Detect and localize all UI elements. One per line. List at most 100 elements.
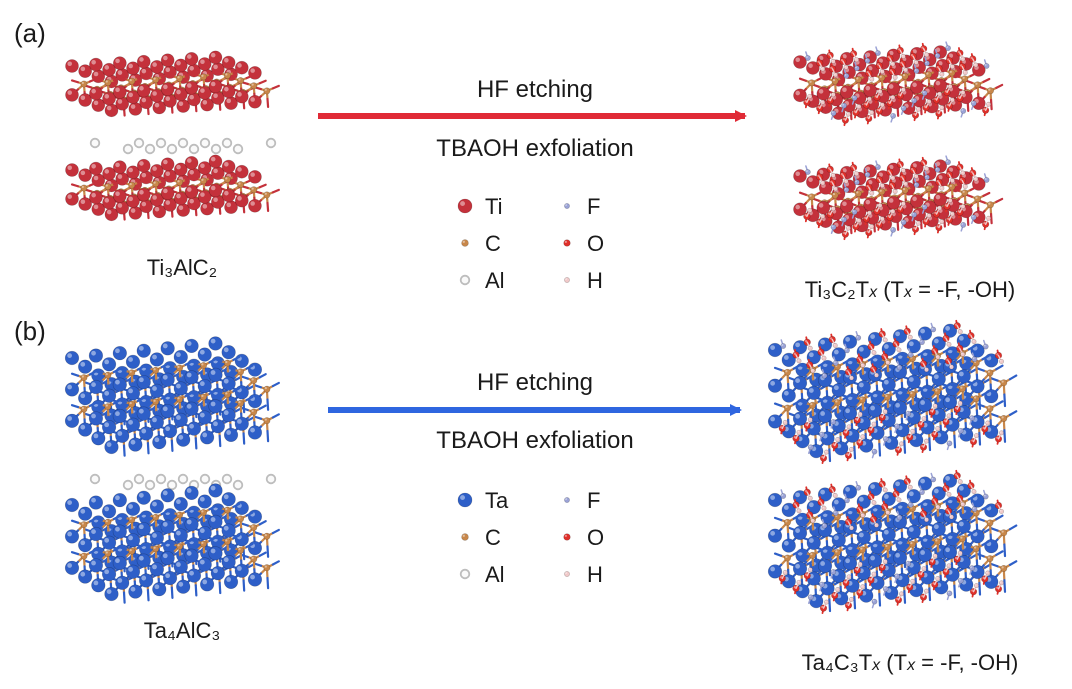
metal-atom-highlight: [67, 384, 73, 390]
metal-atom: [88, 411, 104, 426]
h-atom: [939, 105, 945, 111]
metal-atom-highlight: [117, 70, 123, 75]
f-atom-highlight: [852, 96, 855, 99]
f-atom-highlight: [946, 46, 949, 49]
h-atom-highlight: [893, 189, 896, 192]
carbon-atom-highlight: [251, 409, 254, 412]
carbon-atom: [80, 184, 88, 192]
o-atom-highlight: [959, 64, 963, 67]
f-atom-highlight: [833, 361, 836, 364]
metal-atom-highlight: [91, 497, 96, 503]
carbon-atom-highlight: [201, 178, 204, 181]
h-atom: [947, 197, 953, 203]
h-atom-highlight: [833, 343, 836, 346]
metal-atom-highlight: [833, 385, 839, 391]
bond: [976, 403, 985, 408]
carbon-atom: [237, 546, 245, 554]
bond: [982, 77, 991, 84]
metal-atom: [149, 352, 164, 367]
f-atom: [970, 100, 977, 107]
ti3alc2-structure: [65, 50, 280, 222]
al-atom: [177, 473, 189, 485]
carbon-atom: [80, 521, 88, 529]
metal-atom-highlight: [93, 433, 99, 439]
metal-atom-highlight: [895, 481, 900, 487]
f-atom-highlight: [947, 441, 950, 444]
h-atom: [903, 181, 909, 187]
carbon-atom-highlight: [809, 194, 812, 197]
metal-atom-highlight: [163, 159, 168, 165]
carbon-atom-highlight: [201, 363, 204, 366]
f-atom-highlight: [961, 223, 964, 225]
h-atom: [879, 183, 885, 189]
metal-atom-highlight: [878, 58, 883, 63]
metal-atom-highlight: [223, 347, 229, 353]
carbon-atom: [263, 564, 271, 572]
h-atom-highlight: [950, 65, 953, 67]
f-atom: [982, 343, 989, 350]
carbon-atom-highlight: [177, 180, 180, 183]
metal-atom-highlight: [154, 206, 160, 212]
al-atom: [89, 473, 101, 485]
h-atom-highlight: [870, 224, 872, 227]
bond: [70, 79, 80, 84]
metal-atom-highlight: [115, 379, 120, 385]
metal-atom: [136, 375, 151, 390]
carbon-atom-highlight: [153, 399, 156, 402]
metal-atom: [125, 354, 141, 369]
metal-atom: [65, 163, 79, 177]
f-atom: [896, 364, 903, 371]
h-atom: [926, 213, 932, 219]
h-atom: [900, 201, 906, 207]
carbon-atom-highlight: [238, 182, 241, 185]
h-atom-highlight: [949, 365, 952, 367]
f-atom: [871, 448, 878, 455]
metal-atom: [128, 584, 143, 599]
carbon-atom-highlight: [810, 403, 813, 406]
metal-atom: [210, 419, 225, 434]
h-atom-highlight: [834, 73, 836, 75]
carbon-atom: [831, 191, 839, 199]
al-atom: [122, 143, 134, 155]
metal-atom-highlight: [210, 156, 216, 162]
bond: [271, 84, 280, 90]
h-atom-highlight: [878, 203, 880, 206]
metal-atom: [65, 59, 79, 73]
metal-atom-highlight: [104, 569, 110, 575]
metal-atom: [208, 183, 223, 198]
metal-atom: [184, 338, 199, 354]
o-atom-highlight: [876, 108, 880, 111]
metal-atom: [793, 88, 807, 103]
h-atom: [949, 211, 955, 217]
metal-atom: [839, 85, 854, 99]
metal-atom-highlight: [842, 54, 847, 59]
h-atom: [960, 170, 966, 176]
metal-atom: [162, 423, 178, 439]
metal-atom-highlight: [210, 401, 216, 407]
h-atom: [939, 219, 945, 225]
carbon-atom: [176, 542, 184, 550]
h-atom-highlight: [936, 355, 938, 358]
metal-atom: [136, 83, 151, 98]
carbon-atom: [237, 399, 245, 407]
carbon-atom: [223, 71, 231, 79]
f-atom: [983, 63, 990, 69]
carbon-atom-highlight: [201, 74, 204, 77]
al-atom: [177, 137, 189, 149]
h-atom-highlight: [880, 217, 883, 219]
carbon-atom-highlight: [153, 515, 156, 518]
legend-o-marker: [563, 533, 571, 541]
f-atom: [960, 108, 967, 114]
metal-atom-highlight: [139, 190, 144, 195]
metal-atom: [173, 528, 188, 543]
legend-f-marker-highlight: [565, 204, 568, 206]
h-atom-highlight: [933, 404, 936, 406]
h-atom: [962, 70, 968, 76]
metal-atom-highlight: [858, 496, 864, 502]
h-atom-highlight: [936, 426, 938, 429]
carbon-atom: [200, 393, 208, 401]
h-atom: [830, 92, 836, 98]
metal-atom: [88, 526, 104, 542]
h-atom-highlight: [947, 342, 949, 345]
